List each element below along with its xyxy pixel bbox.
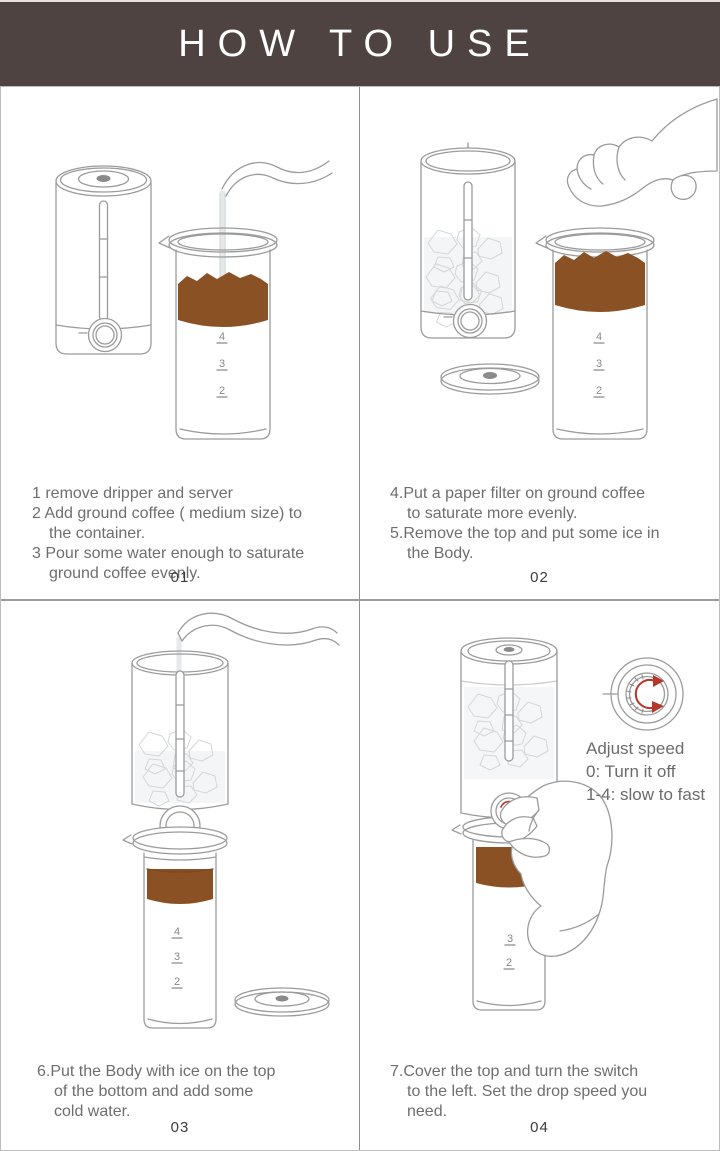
- scale-marks: 4 3 2: [219, 331, 225, 397]
- instruction-line: 3 Pour some water enough to saturate gro…: [32, 545, 305, 582]
- scale-mark-2: 2: [174, 976, 180, 988]
- lid-disc: [440, 363, 540, 395]
- scale-underlines: [503, 944, 516, 970]
- scale-mark-3: 3: [174, 951, 180, 963]
- scale-mark-3: 3: [219, 358, 225, 370]
- lid-disc: [234, 987, 330, 1017]
- scale-mark-4: 4: [596, 331, 602, 343]
- panel-number: 03: [170, 1119, 190, 1136]
- instructions-step-01: 1 remove dripper and server 2 Add ground…: [32, 484, 358, 584]
- spout: [451, 824, 462, 835]
- steps-grid: 4 3 2: [0, 86, 720, 1151]
- spout: [535, 235, 548, 249]
- speed-note: Adjust speed 0: Turn it off 1-4: slow to…: [586, 737, 705, 806]
- instruction-line: 5.Remove the top and put some ice in the…: [390, 525, 660, 562]
- body-top-open: [131, 650, 229, 811]
- spout: [122, 834, 133, 845]
- speed-dial-inset: [602, 657, 684, 731]
- rotation-arrows: [634, 675, 664, 713]
- panel-step-02: 4 3 2: [360, 87, 719, 601]
- instructions-step-02: 4.Put a paper filter on ground coffee to…: [390, 484, 714, 564]
- illustration-step-03: 4 3 2: [122, 612, 340, 1029]
- logo-mark: [503, 647, 515, 652]
- scale-mark-4: 4: [174, 926, 180, 938]
- speed-dial: [78, 317, 123, 353]
- logo-mark: [96, 175, 111, 182]
- instructions-step-03: 6.Put the Body with ice on the top of th…: [37, 1062, 341, 1122]
- coffee-grounds: [178, 272, 268, 327]
- scale-mark-3: 3: [507, 933, 513, 945]
- illustration-step-02: 4 3 2: [420, 98, 718, 440]
- scale-marks: 3 2: [506, 933, 513, 969]
- pour-hose: [221, 160, 333, 197]
- coffee-brew: [147, 869, 213, 904]
- instruction-line: 1 remove dripper and server: [32, 485, 233, 502]
- body-device-open: [420, 142, 516, 339]
- illustration-step-04: 3 2: [451, 637, 684, 1011]
- water-level-gauge: [463, 181, 473, 301]
- water-stream: [176, 637, 182, 693]
- coffee-grounds: [555, 251, 645, 312]
- logo-mark: [483, 372, 497, 379]
- header: HOW TO USE: [0, 0, 720, 86]
- instruction-line: 6.Put the Body with ice on the top of th…: [37, 1063, 276, 1120]
- panel-step-04: 3 2: [360, 601, 719, 1150]
- scale-underlines: [593, 342, 605, 398]
- body-device: [55, 165, 152, 355]
- pressing-hand: [566, 98, 718, 207]
- speed-note-off: 0: Turn it off: [586, 762, 676, 781]
- scale-underlines: [171, 937, 183, 989]
- logo-mark: [275, 995, 289, 1002]
- scale-mark-2: 2: [219, 385, 225, 397]
- panel-step-03: 4 3 2: [1, 601, 360, 1150]
- instruction-line: 2 Add ground coffee ( medium size) to th…: [32, 505, 303, 542]
- pour-hose: [176, 612, 340, 693]
- dial-ticks: [626, 674, 644, 714]
- panel-number: 01: [170, 569, 190, 586]
- dripper-lid: [122, 826, 228, 855]
- server-beaker: 4 3 2: [143, 852, 217, 1029]
- speed-note-range: 1-4: slow to fast: [586, 785, 706, 804]
- instructions-step-04: 7.Cover the top and turn the switch to t…: [390, 1062, 712, 1122]
- panel-number: 04: [530, 1119, 549, 1136]
- scale-mark-4: 4: [219, 331, 225, 343]
- scale-marks: 4 3 2: [596, 331, 602, 397]
- water-stream: [220, 191, 225, 281]
- panel-number: 02: [530, 569, 549, 586]
- scale-mark-3: 3: [596, 358, 602, 370]
- turning-hand: [499, 780, 613, 957]
- scale-mark-2: 2: [506, 957, 512, 969]
- body-device-closed: [460, 637, 558, 819]
- spout: [158, 235, 171, 249]
- illustration-step-01: 4 3 2: [55, 160, 333, 440]
- instruction-line: 4.Put a paper filter on ground coffee to…: [390, 485, 645, 522]
- panel-step-01: 4 3 2: [1, 87, 360, 601]
- server-beaker: 4 3 2: [158, 160, 333, 440]
- water-level-gauge: [98, 200, 109, 322]
- water-level-gauge: [504, 660, 514, 762]
- server-beaker: 4 3 2: [535, 227, 655, 440]
- water-level-gauge: [175, 670, 185, 798]
- speed-note-title: Adjust speed: [586, 739, 685, 758]
- speed-dial: [443, 303, 488, 339]
- scale-mark-2: 2: [596, 385, 602, 397]
- page-title: HOW TO USE: [178, 22, 542, 65]
- instruction-line: 7.Cover the top and turn the switch to t…: [390, 1063, 648, 1120]
- scale-marks: 4 3 2: [174, 926, 180, 988]
- scale-underlines: [216, 342, 228, 398]
